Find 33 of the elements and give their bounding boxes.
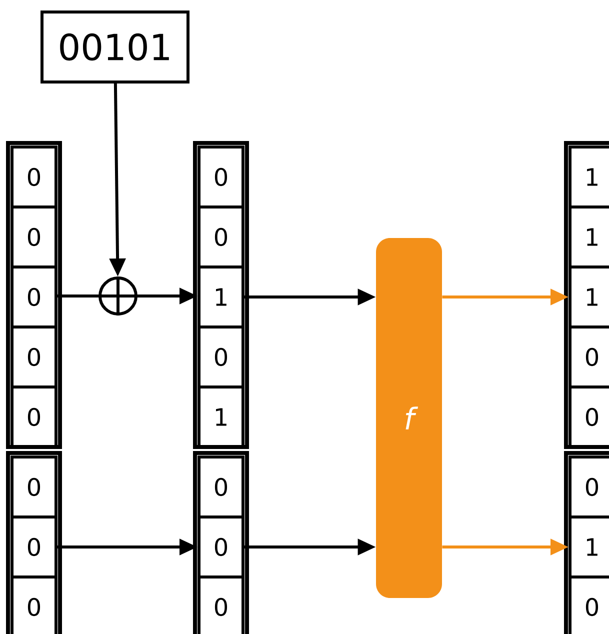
bit-cell: 0 <box>10 456 58 518</box>
bit-cell: 1 <box>568 266 609 328</box>
bit-block <box>6 451 62 634</box>
bit-cell: 0 <box>198 206 244 268</box>
bit-cell: 1 <box>568 516 609 578</box>
bit-cell: 0 <box>198 576 244 634</box>
bit-cell: 0 <box>10 266 58 328</box>
bit-cell: 0 <box>10 206 58 268</box>
bit-cell: 0 <box>568 576 609 634</box>
bit-block <box>193 141 249 449</box>
bit-cell: 0 <box>10 576 58 634</box>
bit-cell: 0 <box>10 146 58 208</box>
bit-block <box>564 141 609 449</box>
bit-cell: 1 <box>568 146 609 208</box>
key-box: 00101 <box>40 10 190 84</box>
bit-cell: 0 <box>10 516 58 578</box>
bit-block <box>193 451 249 634</box>
bit-cell: 0 <box>198 456 244 518</box>
bit-cell: 0 <box>198 326 244 388</box>
bit-cell: 0 <box>10 326 58 388</box>
function-box: f <box>376 238 442 598</box>
xor-symbol <box>97 275 139 317</box>
bit-cell: 0 <box>10 386 58 448</box>
bit-block <box>564 451 609 634</box>
bit-cell: 0 <box>568 326 609 388</box>
bit-block <box>6 141 62 449</box>
bit-cell: 0 <box>198 146 244 208</box>
bit-cell: 1 <box>198 266 244 328</box>
bit-cell: 0 <box>568 456 609 518</box>
bit-cell: 0 <box>198 516 244 578</box>
bit-cell: 1 <box>198 386 244 448</box>
bit-cell: 0 <box>568 386 609 448</box>
bit-cell: 1 <box>568 206 609 268</box>
